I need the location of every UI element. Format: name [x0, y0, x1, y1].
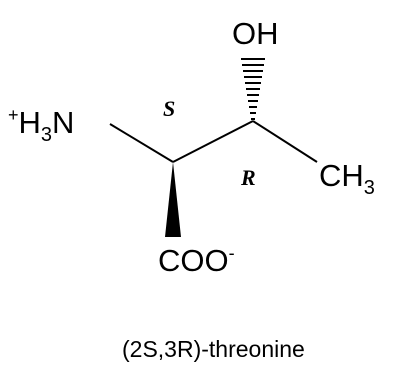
ammonium-h-count: 3 — [40, 124, 53, 146]
carboxylate-label: COO — [158, 243, 229, 278]
hydroxyl-label: OH — [232, 16, 279, 51]
ammonium-n: N — [52, 105, 75, 140]
hashed-bond-c3-oh — [241, 58, 265, 120]
ammonium-group: +H3N — [8, 105, 75, 145]
bond-c2-c3 — [172, 120, 254, 163]
stereo-label-c2: S — [163, 96, 176, 121]
methyl-count: 3 — [363, 177, 375, 199]
hydroxyl-group: OH — [232, 18, 279, 49]
methyl-label: CH — [319, 158, 364, 193]
stereo-label-c3: R — [241, 165, 256, 190]
carboxylate-charge: - — [228, 243, 235, 263]
bond-n-c2 — [109, 123, 174, 163]
compound-name-caption: (2S,3R)-threonine — [122, 336, 305, 362]
ammonium-charge: + — [8, 105, 19, 125]
carboxylate-group: COO- — [158, 243, 235, 278]
ammonium-h: H — [18, 105, 41, 140]
wedge-bond-c2-coo — [165, 162, 181, 237]
methyl-group: CH3 — [319, 158, 375, 198]
bond-c3-ch3 — [252, 120, 318, 163]
